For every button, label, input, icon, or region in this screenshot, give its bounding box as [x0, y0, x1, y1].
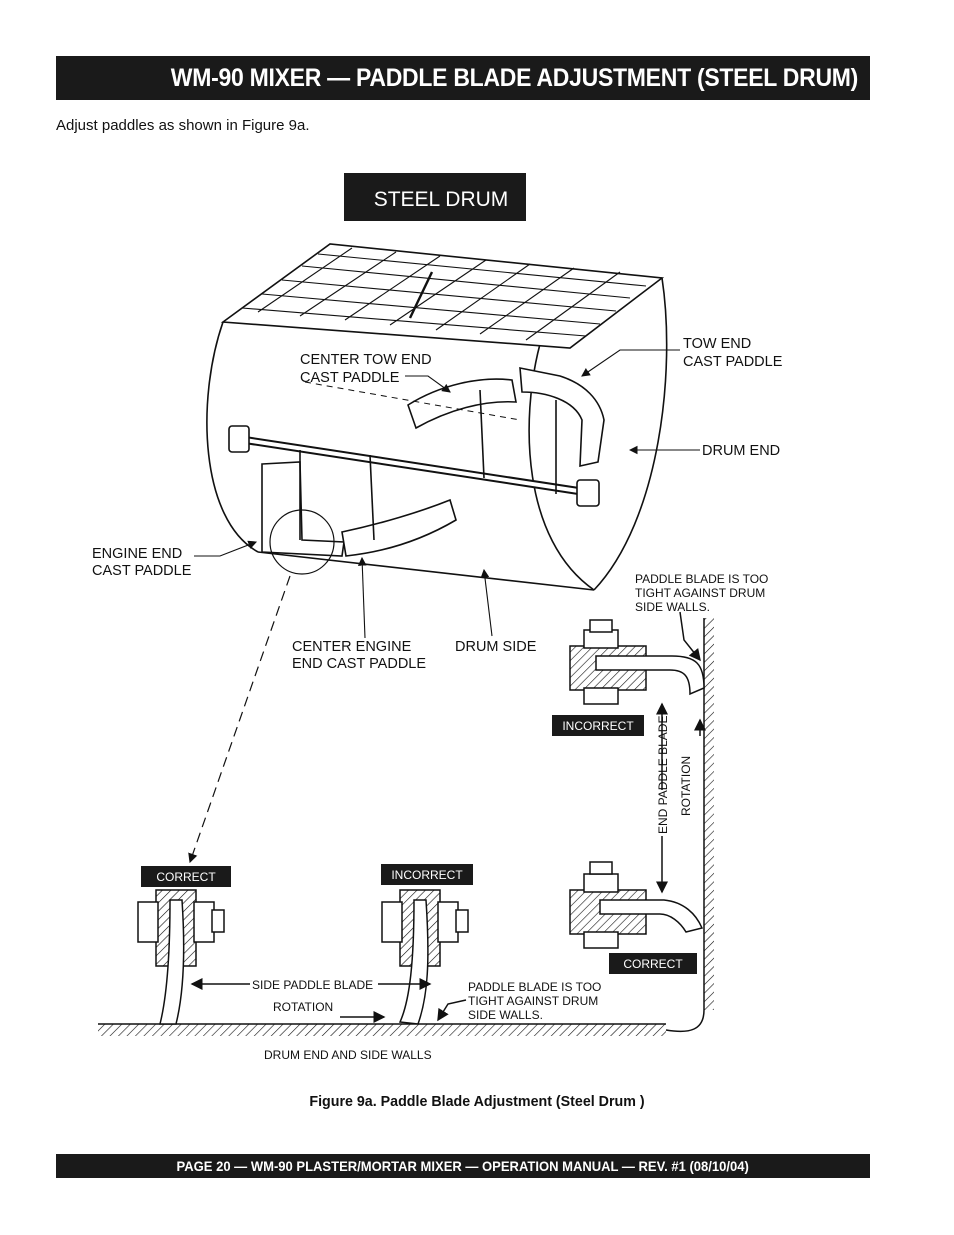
label-side-paddle-blade: SIDE PADDLE BLADE: [252, 978, 373, 992]
side-paddle-labels: SIDE PADDLE BLADE ROTATION PADDLE BLADE …: [252, 978, 601, 1062]
label-center-engine-2: END CAST PADDLE: [292, 656, 426, 672]
badge-incorrect-bottom: INCORRECT: [381, 864, 473, 885]
leader-lines: [194, 349, 700, 639]
label-center-tow-2: CAST PADDLE: [300, 370, 400, 386]
label-too-tight-top-2: TIGHT AGAINST DRUM: [635, 586, 765, 600]
badge-correct-left: CORRECT: [141, 866, 231, 887]
label-rotation-bottom: ROTATION: [273, 1000, 333, 1014]
banner-text: STEEL DRUM: [374, 188, 509, 211]
label-too-tight-bottom-3: SIDE WALLS.: [468, 1008, 543, 1022]
svg-text:CORRECT: CORRECT: [156, 870, 216, 884]
label-center-engine-1: CENTER ENGINE: [292, 639, 412, 655]
label-too-tight-top-3: SIDE WALLS.: [635, 600, 710, 614]
label-end-paddle-blade: END PADDLE BLADE: [656, 716, 670, 834]
label-engine-end-2: CAST PADDLE: [92, 563, 192, 579]
drum-illustration: [188, 243, 668, 864]
end-paddle-labels: PADDLE BLADE IS TOO TIGHT AGAINST DRUM S…: [635, 572, 768, 834]
svg-text:INCORRECT: INCORRECT: [391, 868, 463, 882]
label-drum-walls: DRUM END AND SIDE WALLS: [264, 1048, 432, 1062]
label-too-tight-top-1: PADDLE BLADE IS TOO: [635, 572, 768, 586]
steel-drum-banner: STEEL DRUM: [344, 173, 526, 221]
label-tow-end-2: CAST PADDLE: [683, 354, 783, 370]
drum-labels: CENTER TOW END CAST PADDLE TOW END CAST …: [92, 336, 783, 672]
label-rotation-vertical: ROTATION: [679, 756, 693, 816]
end-paddle-detail: [569, 611, 714, 1033]
footer-text: PAGE 20 — WM-90 PLASTER/MORTAR MIXER — O…: [176, 1158, 750, 1174]
svg-text:CORRECT: CORRECT: [623, 957, 683, 971]
badge-correct-right: CORRECT: [609, 953, 697, 974]
footer-bar: PAGE 20 — WM-90 PLASTER/MORTAR MIXER — O…: [56, 1154, 870, 1178]
label-center-tow-1: CENTER TOW END: [300, 352, 432, 368]
label-engine-end-1: ENGINE END: [92, 546, 182, 562]
badge-incorrect-top: INCORRECT: [552, 715, 644, 736]
label-drum-side: DRUM SIDE: [455, 639, 537, 655]
label-too-tight-bottom-2: TIGHT AGAINST DRUM: [468, 994, 598, 1008]
intro-text: Adjust paddles as shown in Figure 9a.: [56, 117, 310, 134]
svg-text:INCORRECT: INCORRECT: [562, 719, 634, 733]
label-too-tight-bottom-1: PADDLE BLADE IS TOO: [468, 980, 601, 994]
figure-caption: Figure 9a. Paddle Blade Adjustment (Stee…: [309, 1093, 645, 1110]
label-drum-end: DRUM END: [702, 443, 780, 459]
label-tow-end-1: TOW END: [683, 336, 751, 352]
page-title: WM-90 MIXER — PADDLE BLADE ADJUSTMENT (S…: [170, 63, 859, 92]
header-bar: WM-90 MIXER — PADDLE BLADE ADJUSTMENT (S…: [56, 56, 870, 100]
side-paddle-detail: [98, 889, 666, 1036]
